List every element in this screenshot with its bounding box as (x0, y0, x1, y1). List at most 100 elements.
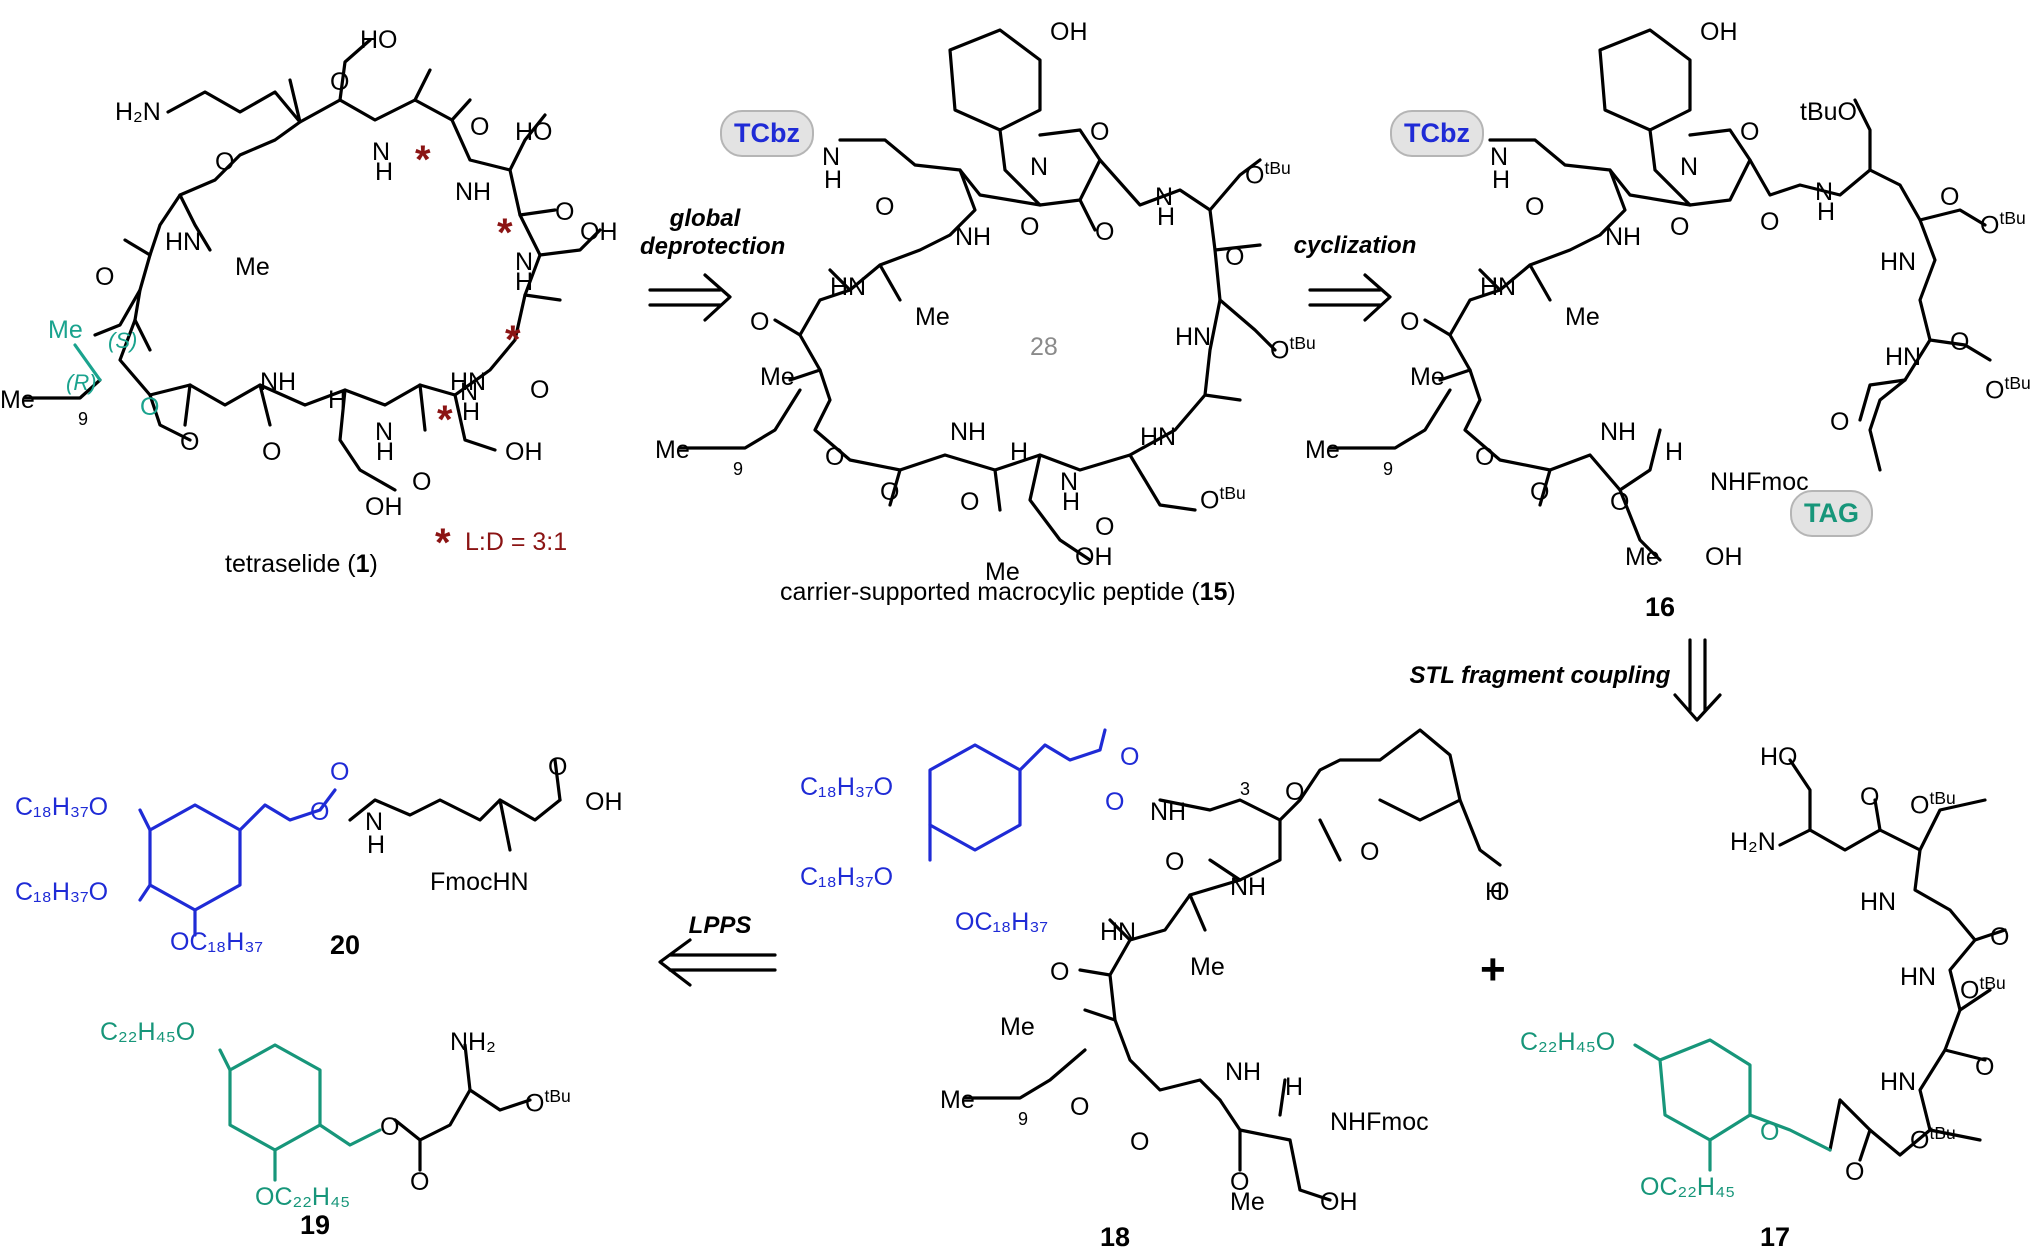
c1-nh2: NH (455, 178, 492, 206)
compound-17-tag-ring (1633, 1038, 1832, 1172)
c16-tag: TAG (1790, 490, 1873, 537)
c15-nh3-h: H (1157, 203, 1176, 231)
c16-me2: Me (1410, 363, 1445, 391)
c16-o5: O (1940, 183, 1960, 211)
c17-hn2: HN (1900, 963, 1937, 991)
c15-o1: O (1020, 213, 1040, 241)
c18-o7: O (1230, 1168, 1250, 1196)
plus-sign: + (1480, 945, 1506, 994)
compound-17-structure (1778, 758, 2007, 1162)
c1-nh1: N (372, 138, 391, 166)
c17-o2: O (1990, 923, 2010, 951)
c16-o10: O (1610, 488, 1630, 516)
arrow-label-global-deprotection: global deprotection (640, 205, 786, 260)
c20-fmochn: FmocHN (430, 868, 529, 896)
c18-hn3: HN (1100, 918, 1137, 946)
c18-oc18: OC₁₈H₃₇ (955, 908, 1049, 936)
c16-hn2: HN (1480, 273, 1517, 301)
c18-me4: Me (1230, 1188, 1265, 1216)
c20-oh: OH (585, 788, 623, 816)
c18-me2: Me (1000, 1013, 1035, 1041)
c1-ho1: HO (360, 26, 398, 54)
c18-c18o-2: C₁₈H₃₇O (800, 863, 894, 891)
c15-me1: Me (915, 303, 950, 331)
c18-nh: NH (1150, 798, 1187, 826)
c16-o4: O (1760, 208, 1780, 236)
c15-oh2: OH (1075, 543, 1113, 571)
c16-o8: O (1475, 443, 1495, 471)
c17-c22o: C₂₂H₄₅O (1520, 1028, 1616, 1056)
c17-ho: HO (1760, 743, 1798, 771)
c16-me1: Me (1565, 303, 1600, 331)
c20-o2: O (330, 758, 350, 786)
retro-arrow-stl-coupling (1673, 638, 1722, 722)
compound-1-structure (23, 38, 602, 492)
c1-nh1-h: H (375, 158, 394, 186)
c15-o6: O (825, 443, 845, 471)
c18-number: 18 (1100, 1222, 1131, 1252)
c18-c18o-1: C₁₈H₃₇O (800, 773, 894, 801)
compound-19-tag-ring (218, 1043, 382, 1182)
c16-o-ox: O (1740, 118, 1760, 146)
c16-o7: O (1830, 408, 1850, 436)
c16-n-ox: N (1680, 153, 1699, 181)
c1-nh7: N (375, 418, 394, 446)
c18-nh2: NH (1230, 873, 1267, 901)
c1-nh5: N (460, 378, 479, 406)
c15-otbu2: OtBu (1270, 333, 1316, 365)
c15-nh7: N (1060, 468, 1079, 496)
c15-nh7-h: H (1062, 488, 1081, 516)
c18-o-carb2: O (1120, 743, 1140, 771)
c20-o3: O (548, 753, 568, 781)
compound-16-structure (1328, 28, 1992, 562)
c16-oh: OH (1700, 18, 1738, 46)
c18-nh4: NH (1225, 1058, 1262, 1086)
c15-o9: O (1095, 513, 1115, 541)
c20-nh-h: H (367, 831, 386, 859)
c16-hn4: HN (1880, 248, 1917, 276)
c17-h2n: H₂N (1730, 828, 1776, 856)
compound-20-structure (348, 758, 562, 852)
c16-tbuo: tBuO (1800, 98, 1857, 126)
c15-hn4: HN (1175, 323, 1212, 351)
c15-nh1: NH (955, 223, 992, 251)
retro-arrow-lpps (658, 938, 777, 987)
c1-nh3-h: H (515, 268, 534, 296)
c18-o6: O (1130, 1128, 1150, 1156)
arrow-label-stl-coupling: STL fragment coupling (1409, 662, 1671, 689)
c1-oh5: OH (365, 493, 403, 521)
c1-star-2: * (497, 211, 513, 255)
c17-o1: O (1860, 783, 1880, 811)
c1-nh3: N (515, 248, 534, 276)
c1-hn8: HN (450, 368, 487, 396)
compound-20-tag-ring (138, 788, 337, 937)
c19-number: 19 (300, 1210, 331, 1240)
c17-o4: O (1760, 1118, 1780, 1146)
c15-ring-size: 28 (1030, 333, 1058, 361)
c16-o1: O (1670, 213, 1690, 241)
c16-n-h2: H (1492, 166, 1511, 194)
c16-number: 16 (1645, 592, 1676, 622)
c20-o1: O (310, 798, 330, 826)
c15-caption: carrier-supported macrocylic peptide (15… (780, 578, 1236, 606)
c18-h1: H (1285, 1073, 1304, 1101)
c15-n-ox: N (1030, 153, 1049, 181)
c1-ho2: HO (515, 118, 553, 146)
c1-o10: O (530, 376, 550, 404)
c1-o5: O (555, 198, 575, 226)
arrow-label-cyclization: cyclization (1293, 232, 1417, 259)
c17-otbu3: OtBu (1910, 1123, 1956, 1155)
c15-o7: O (880, 478, 900, 506)
c19-nh2: NH₂ (450, 1028, 496, 1056)
c19-oc22: OC₂₂H₄₅ (255, 1183, 351, 1211)
c1-nh5-h: H (462, 398, 481, 426)
c1-h2n: H₂N (115, 98, 161, 126)
compound-18-tag-ring (928, 728, 1107, 862)
c17-number: 17 (1760, 1222, 1791, 1252)
c1-nh7-h: H (376, 438, 395, 466)
c15-n-h2: H (824, 166, 843, 194)
c15-n-h: N (822, 143, 841, 171)
c15-nh3: N (1155, 183, 1174, 211)
c15-me3: Me (655, 436, 690, 464)
